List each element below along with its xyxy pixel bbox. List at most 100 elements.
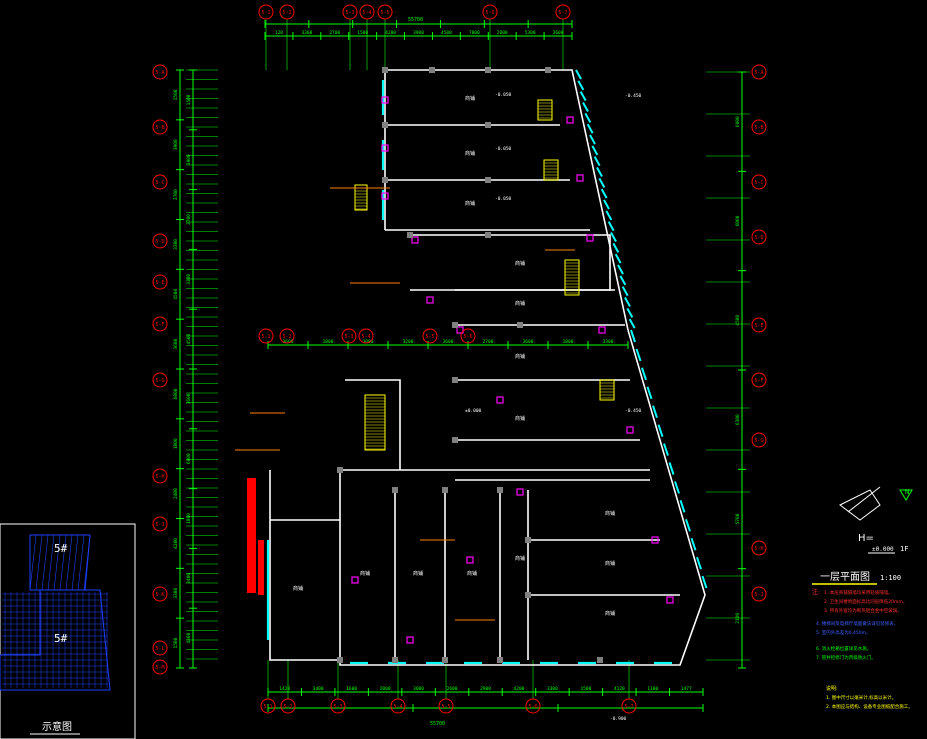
door <box>381 144 389 152</box>
level-label-4: -0.450 <box>625 93 642 99</box>
bottom-dim-label: 1420 <box>279 686 290 692</box>
axis-bottom-1-circle <box>260 698 276 714</box>
left-inner-dim-label: 4200 <box>186 632 192 643</box>
room-label-1: 商铺 <box>465 95 475 102</box>
axis-mid-3-circle <box>341 328 357 344</box>
axis-bottom-2-circle <box>280 698 296 714</box>
left-inner-dim-label: 3900 <box>186 154 192 165</box>
room-label-11: 商铺 <box>467 570 477 577</box>
bottom-dim-label: 1500 <box>580 686 591 692</box>
facade-window <box>586 123 594 134</box>
axis-top-4-circle <box>359 4 375 20</box>
facade-window <box>626 307 634 318</box>
door <box>666 596 674 604</box>
facade-window <box>584 112 592 123</box>
axis-right-3-circle <box>751 174 767 190</box>
axis-mid-5-label: 5-5 <box>425 334 434 340</box>
left-dim-label: 2700 <box>173 189 179 200</box>
top-dim-label: 3900 <box>413 30 424 36</box>
column <box>452 322 458 328</box>
facade-window <box>696 556 702 570</box>
lower-west-wall <box>269 470 340 661</box>
facade-window <box>612 242 620 253</box>
axis-left-4-label: 5-D <box>155 239 164 245</box>
facade-window <box>628 318 636 329</box>
left-dim-label: 3300 <box>173 239 179 250</box>
bottom-dim-label: 3300 <box>547 686 558 692</box>
column <box>442 657 448 663</box>
elevation-value: ±0.000 <box>872 546 894 553</box>
facade-window <box>674 481 680 494</box>
left-inner-dim-label: 6000 <box>186 453 192 464</box>
door <box>651 536 659 544</box>
left-dim-label: 3300 <box>173 588 179 599</box>
key-plan-border <box>0 523 136 739</box>
column <box>382 122 388 128</box>
column <box>485 67 491 73</box>
stair-1 <box>537 99 553 121</box>
mid-dim-label: 1800 <box>323 339 334 345</box>
axis-right-3-label: 5-C <box>754 180 763 186</box>
level-triangle <box>899 489 913 501</box>
right-dim-label: 6000 <box>735 215 741 226</box>
axis-mid-1-label: 5-1 <box>261 334 270 340</box>
bottom-dim-label: 4120 <box>614 686 625 692</box>
bottom-dim-label: 1600 <box>346 686 357 692</box>
note-bottom-1: 1. 图中尺寸以毫米计,标高以米计。 <box>826 694 896 701</box>
room-label-10: 商铺 <box>413 570 423 577</box>
fire-wall-3 <box>258 540 264 595</box>
facade-window <box>575 69 582 80</box>
room-label-8: 商铺 <box>293 585 303 592</box>
left-dim-label: 3600 <box>173 338 179 349</box>
mid-dim-label: 3600 <box>443 339 454 345</box>
axis-right-4-circle <box>751 229 767 245</box>
room-label-4: 商铺 <box>515 260 525 267</box>
door <box>496 396 504 404</box>
mid-dim-label: 3600 <box>283 339 294 345</box>
stair-core-wall <box>345 379 401 470</box>
axis-left-11-label: 5-L <box>155 646 164 652</box>
door <box>456 326 464 334</box>
facade-window <box>635 348 642 362</box>
mid-dim-label: 1800 <box>563 339 574 345</box>
top-dim-label: 1500 <box>357 30 368 36</box>
axis-left-5-circle <box>152 274 168 290</box>
left-inner-dim-label: 1500 <box>186 94 192 105</box>
key-plan-hatch <box>59 534 67 591</box>
facade-window <box>641 367 647 381</box>
column <box>452 437 458 443</box>
axis-mid-5-circle <box>422 328 438 344</box>
axis-top-1-label: 5-1 <box>261 10 270 16</box>
key-plan-hatch <box>77 534 85 591</box>
axis-left-12-label: 5-M <box>155 665 164 671</box>
axis-top-2-circle <box>279 4 295 20</box>
facade-window <box>690 537 697 551</box>
door <box>598 326 606 334</box>
axis-bottom-1-label: 5-1 <box>263 704 272 710</box>
axis-left-2-label: 5-B <box>155 125 164 131</box>
facade-window <box>600 188 608 199</box>
door <box>466 556 474 564</box>
column <box>382 177 388 183</box>
facade-window <box>624 297 631 307</box>
axis-right-2-label: 5-B <box>754 125 763 131</box>
right-dim-label: 6000 <box>735 116 741 127</box>
axis-bottom-6-circle <box>525 698 541 714</box>
door <box>406 636 414 644</box>
room-label-7: 商铺 <box>515 415 525 422</box>
facade-window <box>685 518 691 532</box>
axis-right-6-circle <box>751 372 767 388</box>
key-plan-hatch <box>65 534 73 591</box>
level-label-1: -0.050 <box>495 92 512 98</box>
axis-left-9-circle <box>152 516 168 532</box>
axis-bottom-5-label: 5-5 <box>441 704 450 710</box>
top-dim-label: 2800 <box>497 30 508 36</box>
door <box>381 96 389 104</box>
column <box>485 232 491 238</box>
facade-window <box>614 253 622 264</box>
facade-window <box>652 405 658 419</box>
column <box>545 67 551 73</box>
